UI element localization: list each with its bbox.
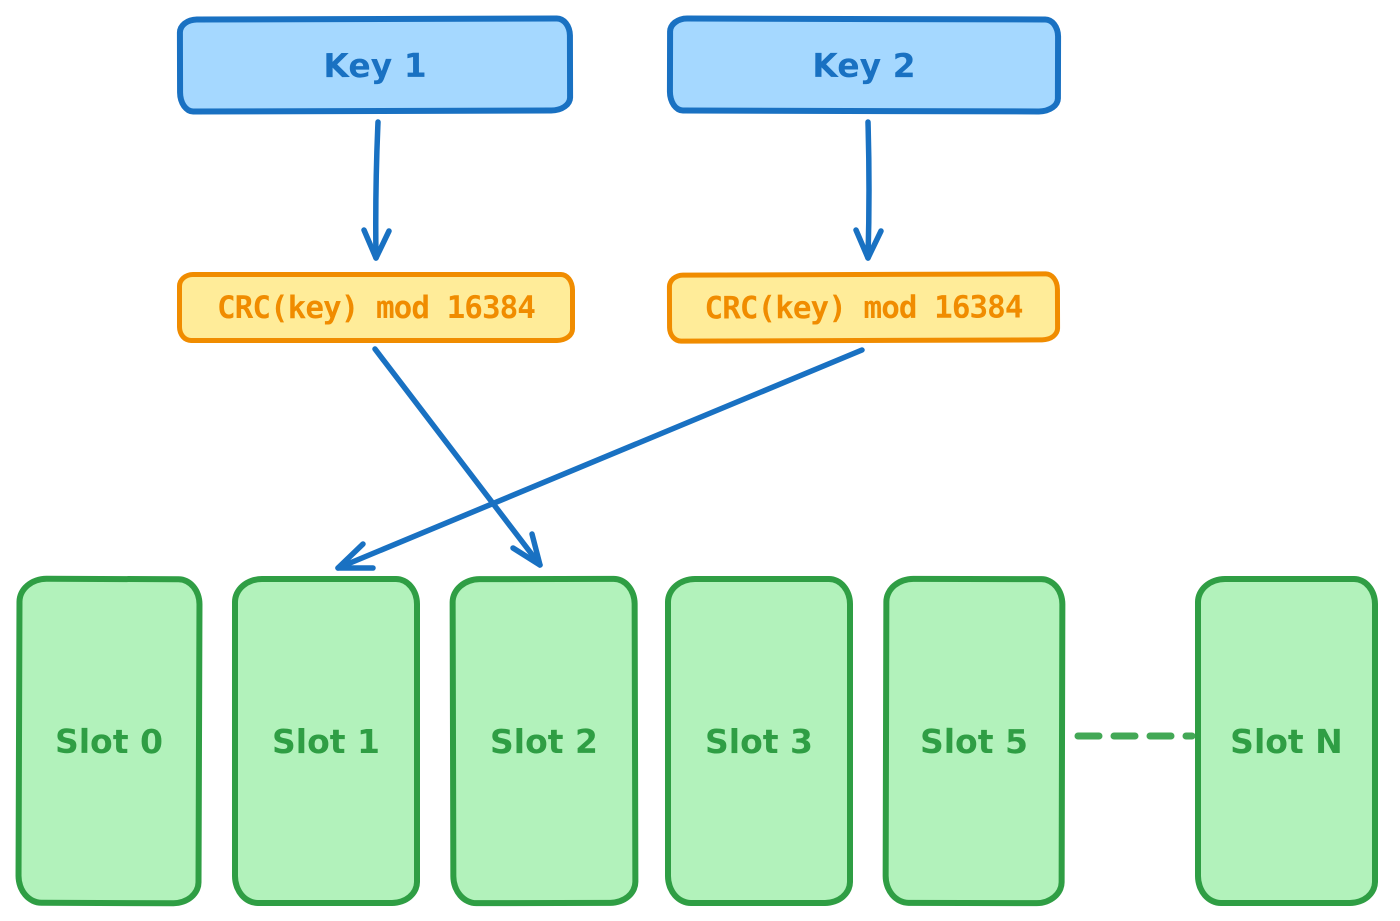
arrow-hash2-to-slot1 — [335, 347, 865, 571]
slot-1-label: Slot 1 — [272, 721, 380, 761]
key-2-box: Key 2 — [666, 15, 1062, 115]
slot-0-box: Slot 0 — [15, 575, 203, 907]
arrow-hash1-to-slot2 — [372, 346, 543, 568]
hash-function-2-box: CRC(key) mod 16384 — [666, 271, 1061, 344]
slot-n-label: Slot N — [1230, 721, 1343, 761]
arrow-key2-to-hash2 — [853, 119, 884, 261]
key-2-label: Key 2 — [812, 45, 916, 85]
hash-function-1-label: CRC(key) mod 16384 — [217, 289, 536, 326]
slot-5-label: Slot 5 — [919, 721, 1029, 761]
hash-function-1-box: CRC(key) mod 16384 — [177, 272, 575, 343]
arrow-key1-to-hash1 — [361, 119, 392, 261]
key-1-box: Key 1 — [176, 15, 574, 115]
key-1-label: Key 1 — [323, 45, 427, 85]
slot-2-label: Slot 2 — [489, 721, 599, 761]
hash-function-2-label: CRC(key) mod 16384 — [704, 288, 1023, 327]
slot-2-box: Slot 2 — [449, 575, 639, 907]
slot-5-box: Slot 5 — [882, 575, 1066, 907]
slot-n-box: Slot N — [1195, 576, 1378, 906]
slot-1-box: Slot 1 — [232, 576, 420, 906]
slot-0-label: Slot 0 — [54, 721, 164, 761]
slot-3-box: Slot 3 — [665, 576, 853, 906]
slot-3-label: Slot 3 — [705, 721, 813, 761]
